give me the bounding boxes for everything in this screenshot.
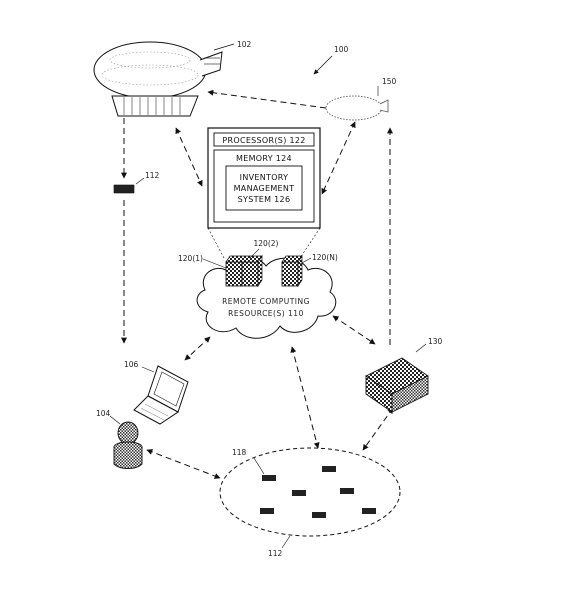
drone: 150 bbox=[325, 77, 397, 121]
arrow-cloud-to-region bbox=[290, 346, 320, 449]
server-1-label: 120(1) bbox=[178, 254, 203, 263]
arrow-facility-to-region bbox=[362, 407, 394, 451]
ims-label-line1: INVENTORY bbox=[240, 173, 289, 182]
item bbox=[260, 508, 274, 514]
connection-arrows bbox=[121, 89, 394, 479]
item bbox=[340, 488, 354, 494]
arrow-user-to-region bbox=[146, 449, 221, 479]
ims-box bbox=[225, 165, 303, 211]
user-label: 104 bbox=[96, 409, 111, 418]
cloud-label-line2: RESOURCE(S) 110 bbox=[228, 309, 304, 318]
arrow-airship-to-server-box bbox=[175, 127, 203, 187]
ims-label-line2: MANAGEMENT bbox=[234, 184, 295, 193]
inventory-items bbox=[260, 466, 376, 518]
airship-label: 102 bbox=[237, 40, 252, 49]
server-n-label: 120(N) bbox=[312, 253, 338, 262]
remote-computing-cloud: 120(1) 120(2) 120(N) REMOTE COMPUTING RE… bbox=[178, 239, 338, 339]
memory-label: MEMORY 124 bbox=[236, 154, 292, 163]
airship: 102 bbox=[93, 40, 252, 117]
item bbox=[362, 508, 376, 514]
arrow-drone-to-airship bbox=[207, 89, 327, 109]
server-rack-1 bbox=[225, 254, 263, 288]
server-box: PROCESSOR(S) 122 MEMORY 124 INVENTORY MA… bbox=[207, 127, 321, 259]
processor-label: PROCESSOR(S) 122 bbox=[222, 136, 305, 145]
item bbox=[322, 466, 336, 472]
drone-label: 150 bbox=[382, 77, 397, 86]
package: 112 bbox=[113, 171, 160, 194]
delivery-region: 118 112 bbox=[219, 447, 401, 558]
ims-label-line3: SYSTEM 126 bbox=[238, 195, 291, 204]
arrow-drone-to-server-box bbox=[321, 121, 356, 195]
arrow-cloud-to-laptop bbox=[184, 336, 211, 361]
cloud-label-line1: REMOTE COMPUTING bbox=[222, 297, 310, 306]
region-label: 112 bbox=[268, 549, 283, 558]
processor-box bbox=[213, 132, 315, 147]
user-figure: 104 bbox=[96, 409, 143, 469]
laptop-label: 106 bbox=[124, 360, 139, 369]
items-label: 118 bbox=[232, 448, 247, 457]
arrow-cloud-to-facility bbox=[332, 315, 376, 345]
item bbox=[292, 490, 306, 496]
facility: 130 bbox=[365, 337, 443, 413]
laptop: 106 bbox=[124, 360, 189, 425]
server-rack-n bbox=[281, 254, 303, 288]
item bbox=[262, 475, 276, 481]
server-2-label: 120(2) bbox=[254, 239, 279, 248]
figure-reference: 100 bbox=[313, 45, 349, 75]
package-label: 112 bbox=[145, 171, 160, 180]
item bbox=[312, 512, 326, 518]
figure-label: 100 bbox=[334, 45, 349, 54]
facility-label: 130 bbox=[428, 337, 443, 346]
